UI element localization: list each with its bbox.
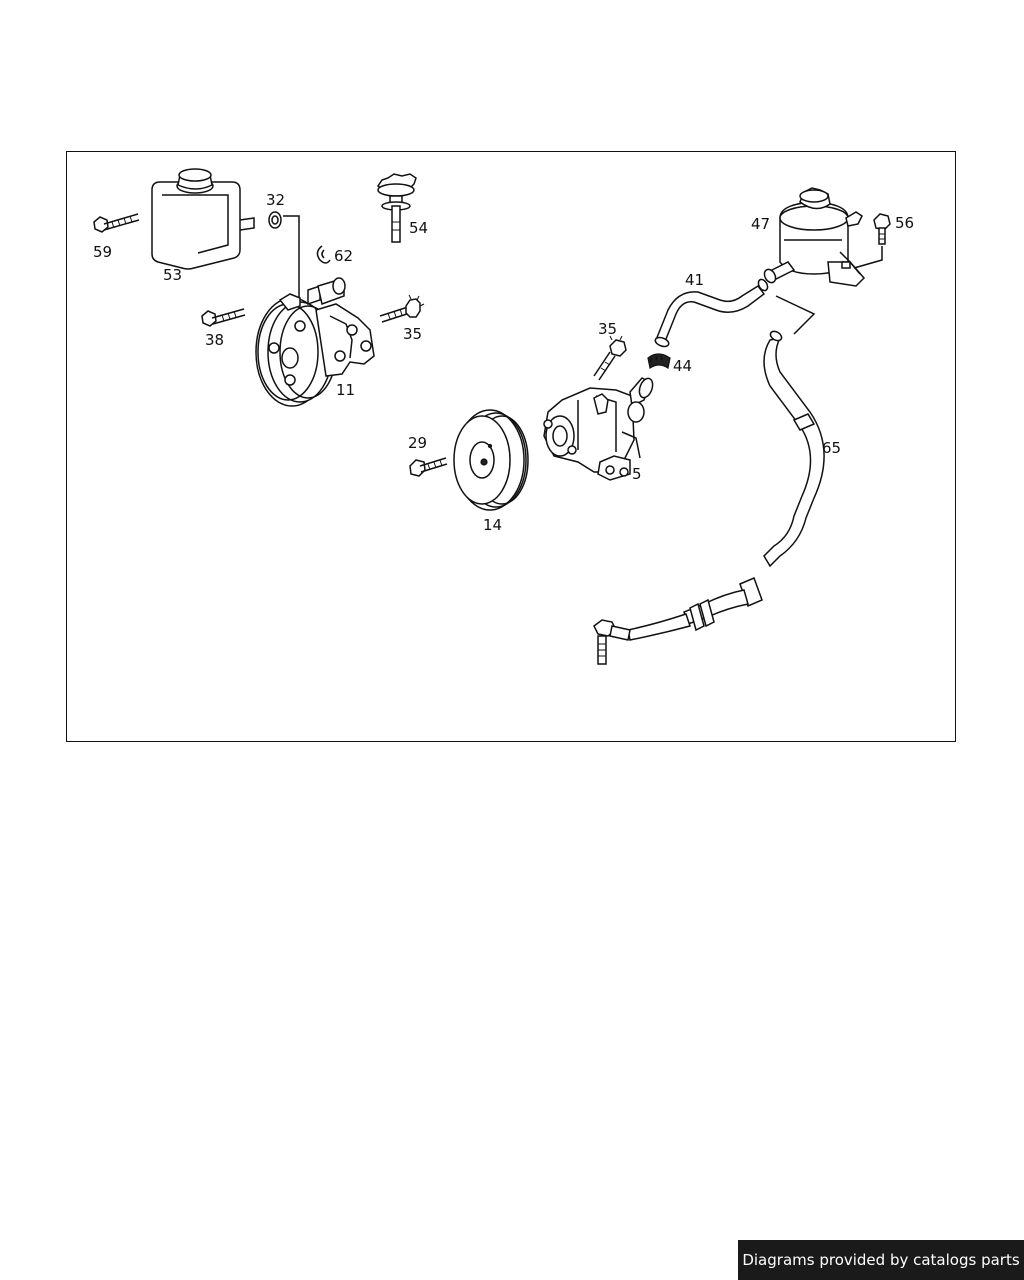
- label-11: 11: [336, 381, 355, 399]
- label-54: 54: [409, 219, 428, 237]
- label-32: 32: [266, 191, 285, 209]
- part-65-hose[interactable]: [593, 330, 825, 665]
- label-41: 41: [685, 271, 704, 289]
- part-11-pump[interactable]: [255, 277, 375, 407]
- part-32-seal[interactable]: [268, 211, 300, 298]
- part-53-reservoir[interactable]: [151, 168, 255, 270]
- part-29-bolt[interactable]: [409, 457, 448, 477]
- label-59: 59: [93, 243, 112, 261]
- label-5: 5: [632, 465, 642, 483]
- part-41-hose[interactable]: [654, 278, 769, 348]
- part-35-bolt-center[interactable]: [593, 335, 627, 381]
- label-56: 56: [895, 214, 914, 232]
- label-44: 44: [673, 357, 692, 375]
- part-5-pump[interactable]: [543, 377, 655, 481]
- part-44-clamp[interactable]: [647, 353, 671, 369]
- label-29: 29: [408, 434, 427, 452]
- part-14-pulley[interactable]: [453, 409, 529, 511]
- part-38-bolt[interactable]: [201, 308, 246, 327]
- part-47-reservoir[interactable]: [762, 187, 866, 287]
- credit-banner: Diagrams provided by catalogs parts: [738, 1240, 1024, 1280]
- label-14: 14: [483, 516, 502, 534]
- label-53: 53: [163, 266, 182, 284]
- part-56-bolt[interactable]: [853, 213, 891, 269]
- label-35-center: 35: [598, 320, 617, 338]
- label-65: 65: [822, 439, 841, 457]
- label-38: 38: [205, 331, 224, 349]
- leader-line-47-65: [775, 295, 816, 335]
- label-47: 47: [751, 215, 770, 233]
- part-35-bolt-left[interactable]: [379, 294, 425, 323]
- label-35-left: 35: [403, 325, 422, 343]
- part-62-clip[interactable]: [316, 245, 331, 264]
- label-62: 62: [334, 247, 353, 265]
- part-54-cap[interactable]: [376, 173, 417, 243]
- part-59-bolt[interactable]: [93, 213, 140, 233]
